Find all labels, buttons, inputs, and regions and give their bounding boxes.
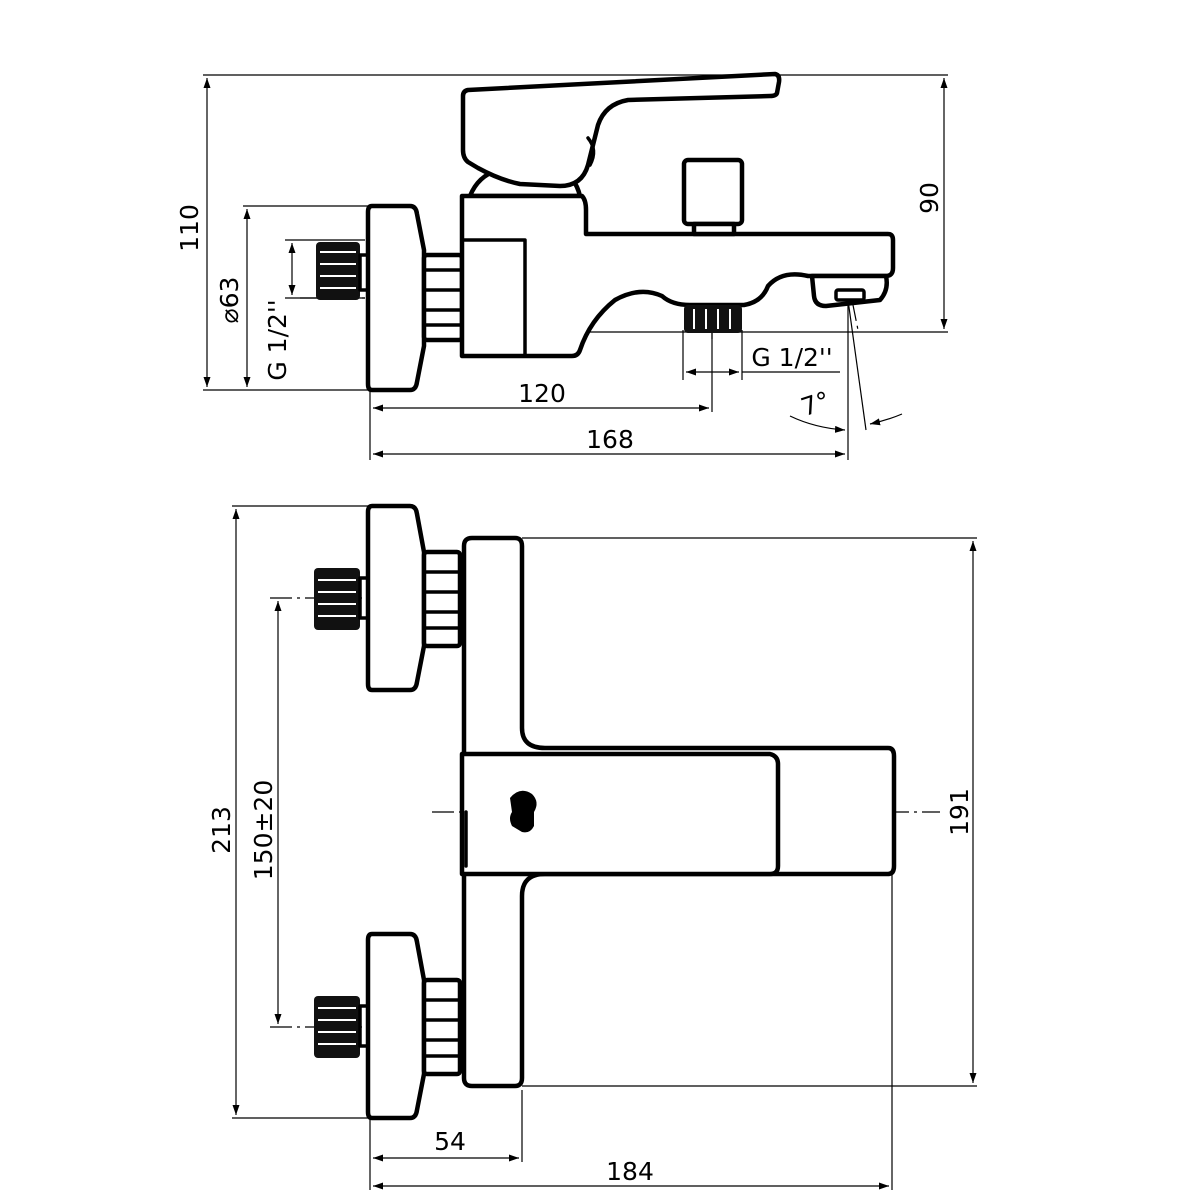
side-view: 110 ⌀63 G 1/2'' 90 120 168 G 1/2'' 7° [175, 71, 948, 460]
side-outlet-thread [684, 305, 742, 333]
dim-inlet-spacing: 150±20 [249, 780, 278, 880]
top-extension-lines [232, 505, 977, 1190]
top-lower-connector-nut [421, 977, 463, 1077]
dim-flange-diameter: ⌀63 [215, 277, 244, 324]
dim-inlet-thread: G 1/2'' [263, 299, 292, 380]
dim-body-offset: 54 [434, 1127, 466, 1156]
side-extension-lines [203, 74, 948, 460]
top-lever-handle [459, 751, 781, 877]
dim-depth-total-top: 184 [606, 1157, 654, 1186]
side-inlet-thread [316, 242, 370, 300]
dim-height-body: 90 [915, 182, 944, 214]
side-mixer-body [459, 193, 896, 359]
side-body-inner-panel [460, 238, 527, 358]
dim-outlet-distance: 120 [518, 379, 566, 408]
top-lower-wall-flange [365, 931, 427, 1121]
side-connector-nut [421, 252, 465, 343]
side-lever-handle [460, 71, 782, 189]
dim-outlet-thread: G 1/2'' [751, 343, 832, 372]
dim-height-total: 110 [175, 204, 204, 252]
side-lever-screw [586, 136, 596, 167]
dim-body-height: 191 [945, 788, 974, 836]
dim-depth-total: 168 [586, 425, 634, 454]
top-lower-inlet-thread [314, 996, 370, 1058]
side-dimension-lines [203, 78, 948, 458]
dim-spout-angle: 7° [797, 386, 833, 422]
top-upper-inlet-thread [314, 568, 370, 630]
brand-emblem-icon [510, 790, 537, 833]
top-upper-wall-flange [365, 503, 427, 693]
side-diverter-knob [681, 157, 745, 237]
side-aerator [809, 273, 889, 309]
top-view: 213 150±20 191 54 184 [207, 503, 977, 1190]
top-upper-connector-nut [421, 549, 463, 649]
top-dimension-lines [232, 509, 977, 1190]
side-wall-flange [365, 203, 427, 393]
dim-width-total: 213 [207, 806, 236, 854]
